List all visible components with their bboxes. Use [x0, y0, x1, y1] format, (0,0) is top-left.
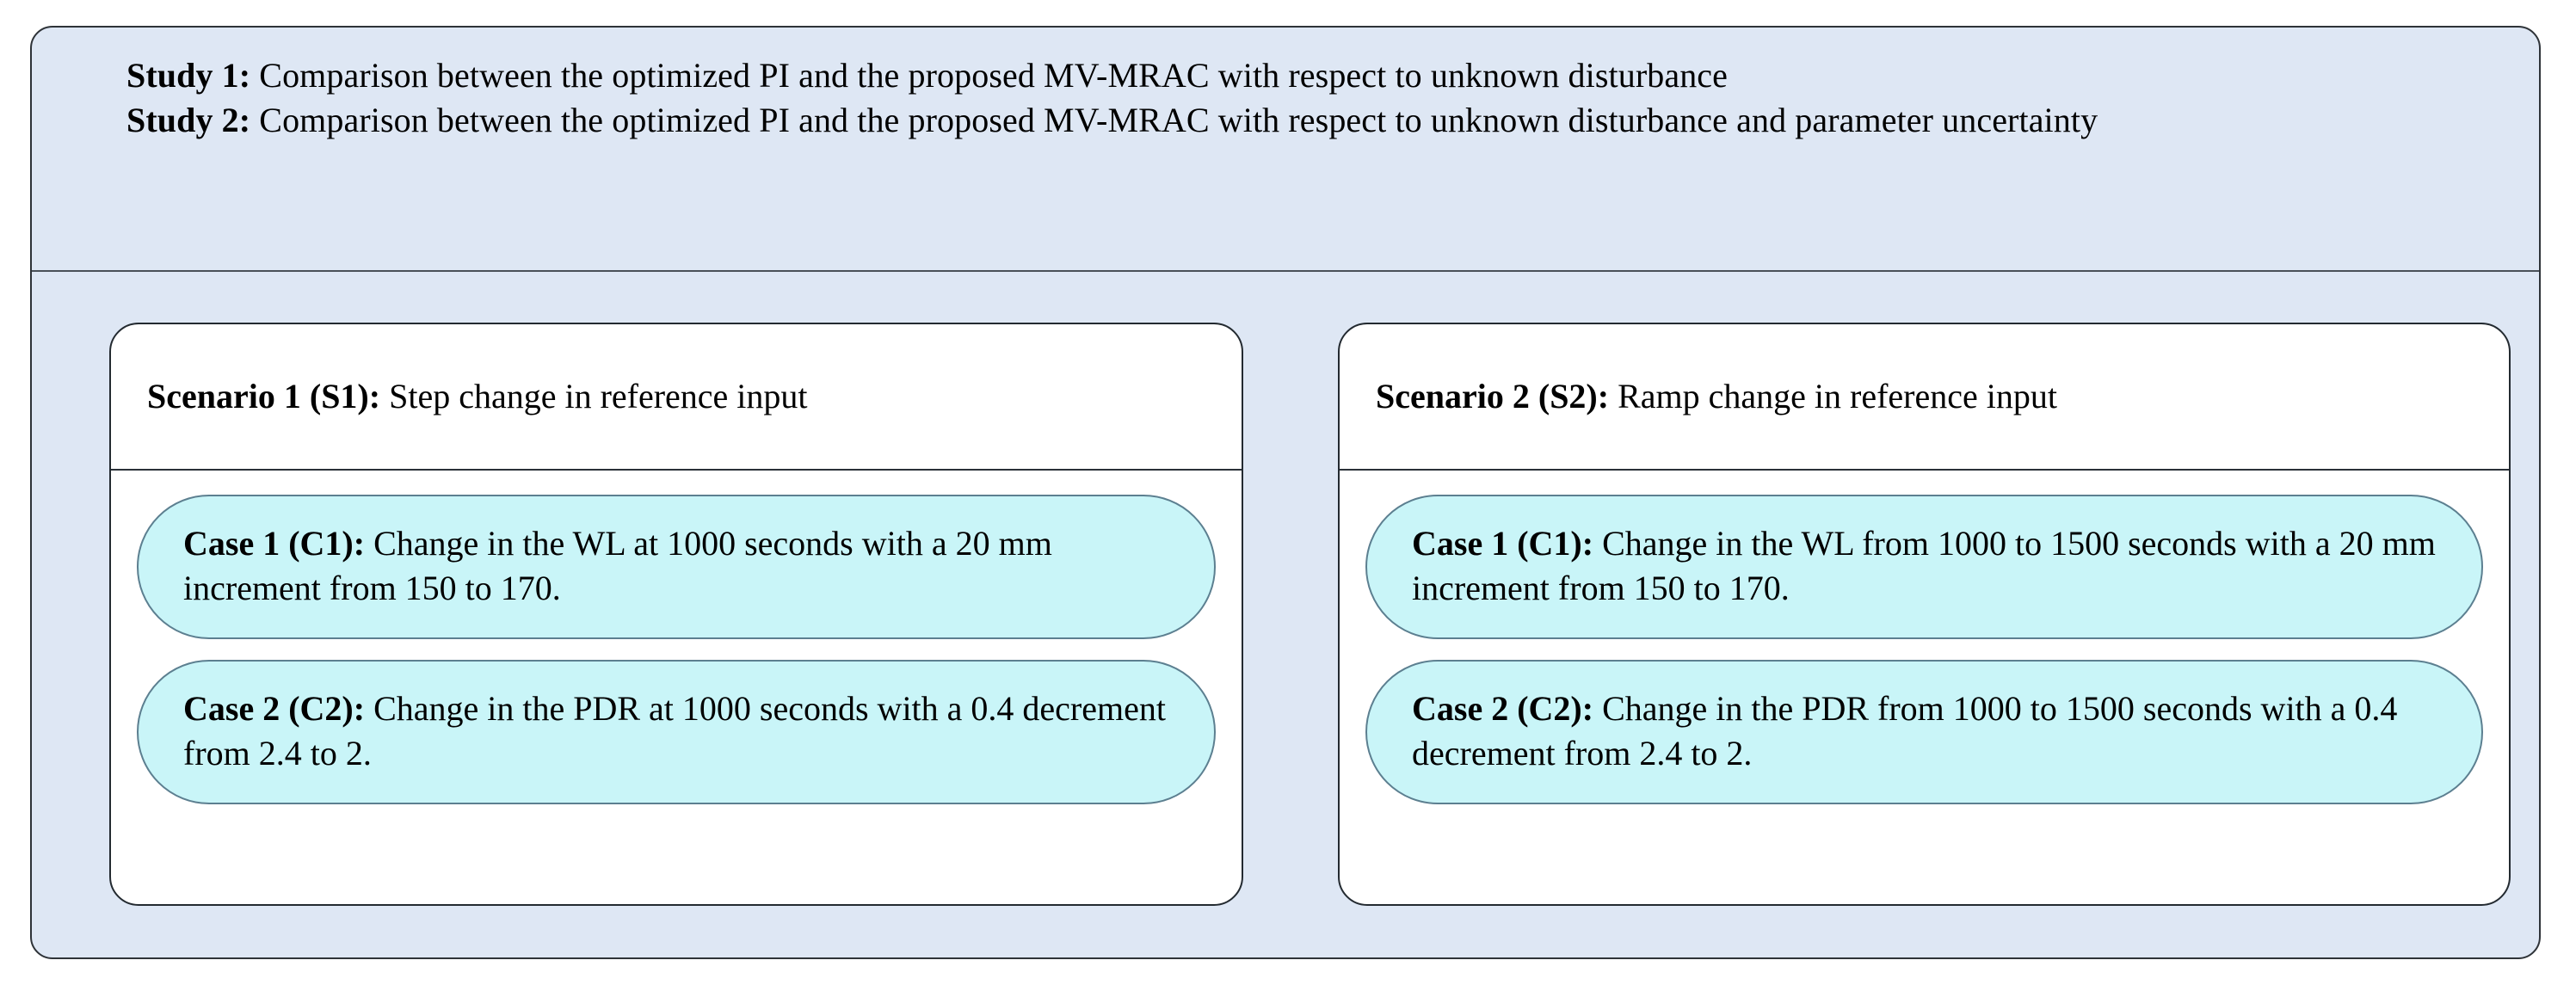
study-scenario-diagram: Study 1: Comparison between the optimize… [30, 26, 2541, 959]
study-1-text: Comparison between the optimized PI and … [250, 56, 1729, 95]
scenario-2-case-1-label: Case 1 (C1): [1412, 524, 1594, 563]
scenario-2-case-2: Case 2 (C2): Change in the PDR from 1000… [1365, 660, 2483, 804]
scenario-1-description: Step change in reference input [380, 377, 808, 415]
scenario-1-case-1-text: Change in the WL at 1000 seconds with a … [183, 524, 1052, 607]
study-1-label: Study 1: [126, 56, 251, 95]
scenario-1-label: Scenario 1 (S1): [147, 377, 381, 415]
study-2-text: Comparison between the optimized PI and … [250, 101, 2098, 139]
scenario-1-cases: Case 1 (C1): Change in the WL at 1000 se… [111, 471, 1242, 904]
scenario-2-label: Scenario 2 (S2): [1376, 377, 1610, 415]
scenario-2-case-2-label: Case 2 (C2): [1412, 689, 1594, 728]
scenario-1-case-1-label: Case 1 (C1): [183, 524, 366, 563]
scenario-box-s1: Scenario 1 (S1): Step change in referenc… [109, 323, 1243, 906]
scenario-2-case-1: Case 1 (C1): Change in the WL from 1000 … [1365, 495, 2483, 639]
study-2-line: Study 2: Comparison between the optimize… [126, 98, 2470, 143]
scenario-1-case-2-label: Case 2 (C2): [183, 689, 366, 728]
scenario-2-cases: Case 1 (C1): Change in the WL from 1000 … [1340, 471, 2509, 904]
scenario-2-case-2-text: Change in the PDR from 1000 to 1500 seco… [1412, 689, 2398, 772]
scenario-1-case-1: Case 1 (C1): Change in the WL at 1000 se… [137, 495, 1216, 639]
scenario-box-s2: Scenario 2 (S2): Ramp change in referenc… [1338, 323, 2511, 906]
scenario-2-description: Ramp change in reference input [1609, 377, 2057, 415]
scenarios-area: Scenario 1 (S1): Step change in referenc… [32, 272, 2539, 957]
study-2-label: Study 2: [126, 101, 251, 139]
studies-header: Study 1: Comparison between the optimize… [32, 28, 2539, 272]
scenario-1-case-2-text: Change in the PDR at 1000 seconds with a… [183, 689, 1166, 772]
scenario-2-case-1-text: Change in the WL from 1000 to 1500 secon… [1412, 524, 2436, 607]
study-1-line: Study 1: Comparison between the optimize… [126, 53, 2470, 98]
scenario-1-case-2: Case 2 (C2): Change in the PDR at 1000 s… [137, 660, 1216, 804]
scenario-2-title: Scenario 2 (S2): Ramp change in referenc… [1340, 324, 2509, 471]
scenario-1-title: Scenario 1 (S1): Step change in referenc… [111, 324, 1242, 471]
